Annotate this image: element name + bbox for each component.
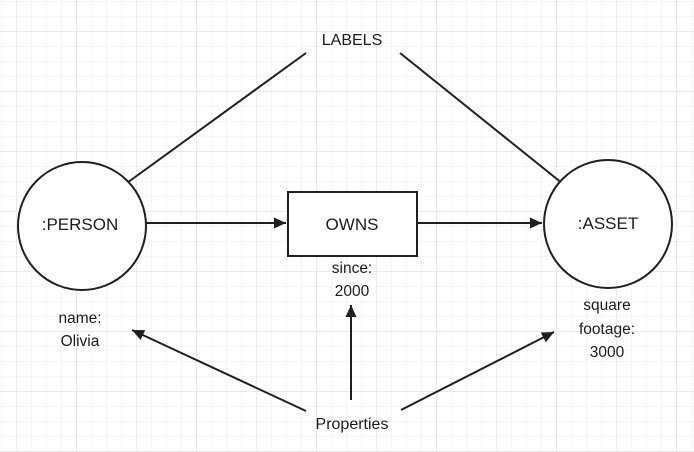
asset-property-line: square [583, 297, 630, 314]
person-property-line: Olivia [61, 333, 100, 350]
person-node-label: :PERSON [42, 215, 119, 234]
labels-to-person-arrow [97, 52, 307, 205]
owns-property-line: since: [332, 260, 373, 277]
person-node-circle [17, 161, 147, 291]
owns-property-text: since: 2000 [332, 260, 373, 300]
properties-caption: Properties [316, 416, 389, 433]
owns-relationship-label: OWNS [326, 215, 379, 234]
owns-property-line: 2000 [335, 283, 370, 300]
properties-to-person-property-arrow [131, 329, 307, 412]
owns-relationship-box [287, 191, 418, 257]
person-property-line: name: [58, 310, 101, 327]
asset-property-text: square footage: 3000 [579, 297, 635, 361]
asset-node-circle [543, 159, 673, 289]
asset-property-line: 3000 [590, 344, 625, 361]
asset-node-label: :ASSET [578, 214, 638, 233]
properties-to-asset-property-arrow [400, 331, 555, 411]
labels-to-asset-arrow [399, 52, 589, 205]
person-property-text: name: Olivia [58, 310, 101, 350]
labels-caption: LABELS [322, 32, 382, 49]
asset-property-line: footage: [579, 321, 635, 338]
